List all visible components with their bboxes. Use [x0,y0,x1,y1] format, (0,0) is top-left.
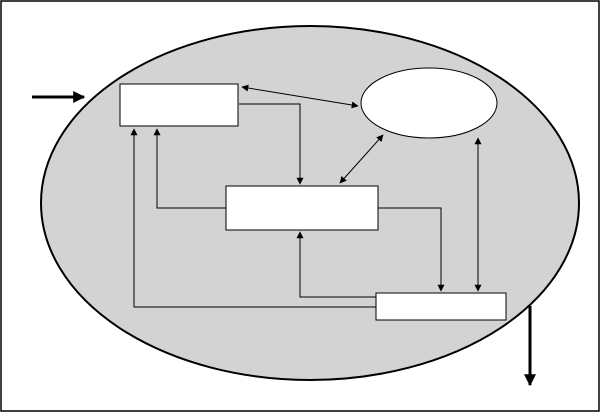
node-box-bottom-right [375,292,507,321]
node-box-center [225,185,379,231]
edge-bottom-right-box-top-left [130,128,376,308]
edge-box-top-left-center [239,103,304,185]
edge-center-box-top-left [153,128,226,209]
node-box-top-left [119,83,239,127]
edge-oval-center [339,134,384,184]
node-oval-top-right [360,67,498,139]
edge-box-top-left-oval [241,84,359,109]
edge-center-bottom-right [378,207,445,292]
edge-bottom-right-center [296,231,376,298]
